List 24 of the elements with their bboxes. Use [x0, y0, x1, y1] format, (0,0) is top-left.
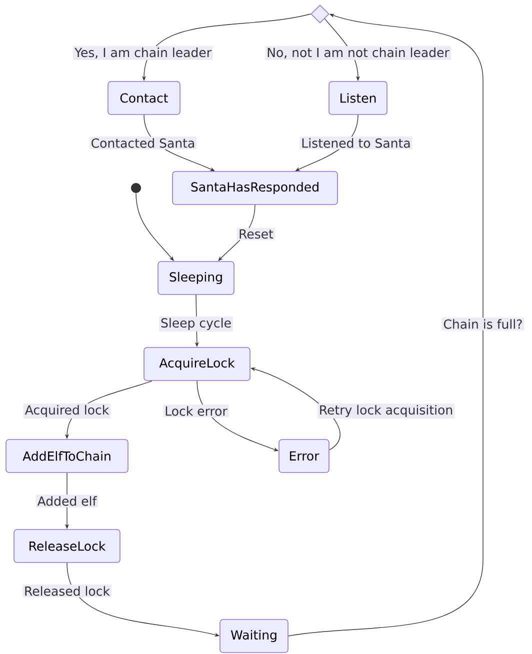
edge-label: Acquired lock: [23, 403, 111, 419]
state-box: AcquireLock: [144, 347, 250, 381]
edge-label: Chain is full?: [442, 318, 524, 330]
state-box: AddElfToChain: [6, 439, 128, 473]
state-box: Contact: [108, 81, 180, 115]
edge-label: Lock error: [163, 404, 229, 418]
arrow: [288, 14, 484, 636]
edge-label: Reset: [237, 228, 275, 240]
edge-label: Released lock: [22, 584, 112, 598]
state-box: Sleeping: [158, 261, 234, 295]
edge-label: Added elf: [36, 494, 98, 508]
state-box: Waiting: [220, 619, 288, 653]
state-box: ReleaseLock: [14, 529, 120, 563]
state-box: Error: [278, 439, 330, 473]
edge-label: Retry lock acquisition: [317, 403, 455, 419]
choice-diamond: [310, 4, 330, 24]
edge-label: Listened to Santa: [300, 136, 412, 150]
state-box: Listen: [328, 81, 388, 115]
edge-label: Yes, I am chain leader: [73, 46, 213, 60]
edge-label: Contacted Santa: [89, 136, 197, 150]
start-dot: [131, 183, 141, 193]
edge-label: No, not I am not chain leader: [265, 46, 451, 60]
state-box: SantaHasResponded: [172, 171, 338, 205]
edge-label: Sleep cycle: [159, 316, 233, 332]
